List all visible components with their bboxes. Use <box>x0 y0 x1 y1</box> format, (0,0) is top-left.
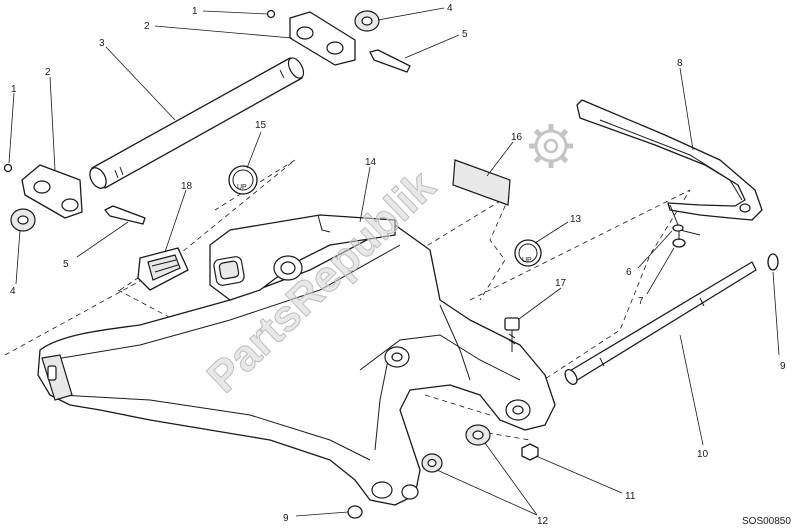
callout-17: 17 <box>555 278 567 289</box>
callout-5-left: 5 <box>63 259 69 270</box>
callout-9-bottom: 9 <box>283 513 289 524</box>
label-plate <box>452 159 511 206</box>
plug-13-marking: UP <box>522 257 532 264</box>
callout-7: 7 <box>638 296 644 307</box>
callout-labels: 1 2 3 4 5 1 2 4 5 6 7 8 9 9 10 11 12 13 … <box>10 3 786 527</box>
callout-1-left: 1 <box>11 84 17 95</box>
plug-15-marking: UP <box>237 184 247 191</box>
callout-2-left: 2 <box>45 67 51 78</box>
callout-13: 13 <box>570 214 582 225</box>
callout-16: 16 <box>511 132 523 143</box>
callout-3: 3 <box>99 38 105 49</box>
chain-adjuster-left <box>3 163 146 232</box>
leader-lines <box>8 7 780 517</box>
callout-11: 11 <box>625 491 636 502</box>
callout-9-right: 9 <box>780 361 786 372</box>
drawing-code: SOS00850 <box>742 516 791 527</box>
swingarm-body <box>37 224 556 506</box>
wheel-axle <box>347 253 779 519</box>
callout-1-top: 1 <box>192 6 198 17</box>
rubber-plugs <box>228 165 542 267</box>
guide-fasteners <box>672 224 686 248</box>
callout-14: 14 <box>365 157 377 168</box>
callout-4-left: 4 <box>10 286 16 297</box>
screw-17 <box>504 317 520 352</box>
callout-15: 15 <box>255 120 267 131</box>
axle-washers <box>421 424 539 473</box>
callout-6: 6 <box>626 267 632 278</box>
callout-5-top: 5 <box>462 29 468 40</box>
callout-8: 8 <box>677 58 683 69</box>
callout-2-top: 2 <box>144 21 150 32</box>
callout-12: 12 <box>537 516 549 527</box>
swingarm-upper-bracket <box>209 214 396 301</box>
callout-10: 10 <box>697 449 709 460</box>
callout-18: 18 <box>181 181 193 192</box>
callout-4-top: 4 <box>447 3 453 14</box>
watermark-gear-icon <box>529 124 573 168</box>
chain-guide-8 <box>576 99 763 236</box>
tube-3 <box>89 57 305 189</box>
grommet-18 <box>137 247 189 291</box>
